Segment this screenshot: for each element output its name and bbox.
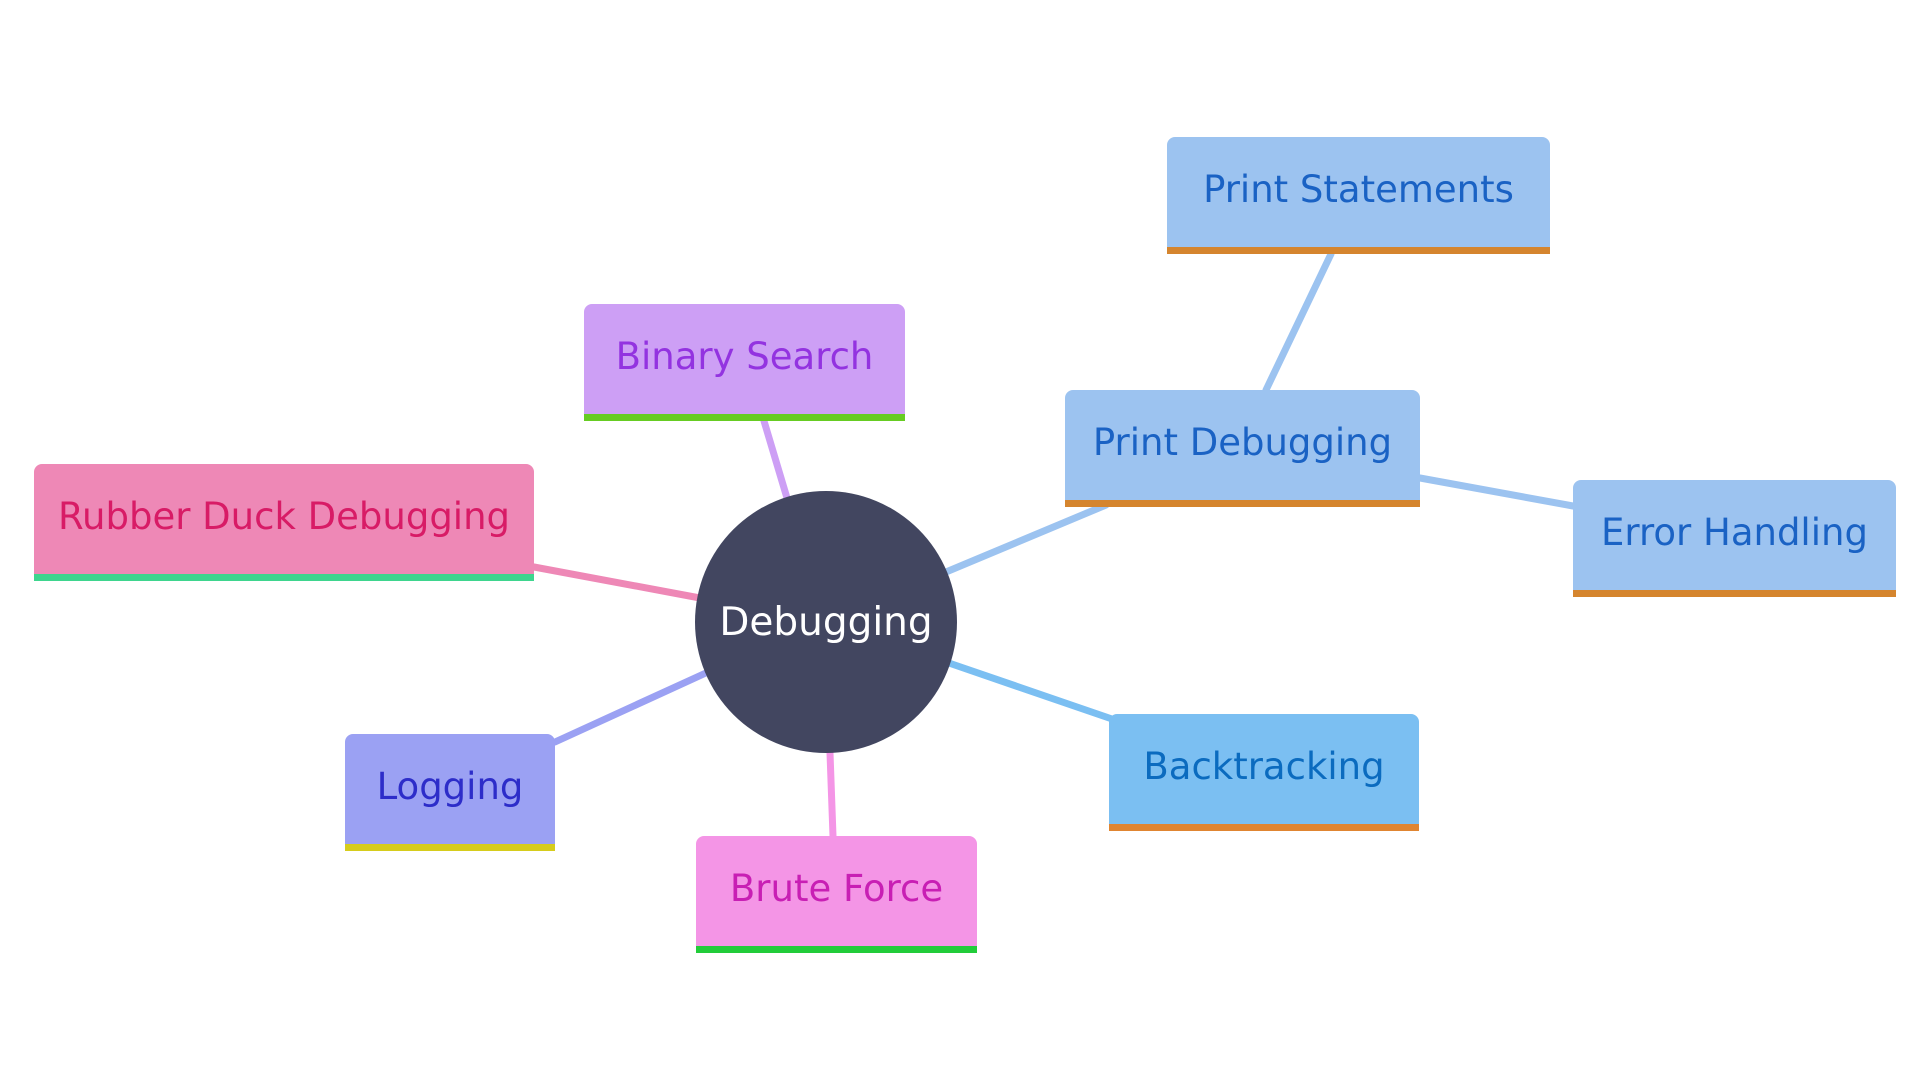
node-rubber-duck-debugging[interactable]: Rubber Duck Debugging [34,464,534,581]
node-label: Logging [376,764,524,808]
edge-print-debugging-error-handling [1416,474,1577,510]
center-node-debugging[interactable]: Debugging [695,491,957,753]
edge-debugging-rubber-duck [530,563,704,602]
node-backtracking[interactable]: Backtracking [1109,714,1419,831]
node-label: Print Statements [1203,167,1514,211]
node-print-statements[interactable]: Print Statements [1167,137,1550,254]
node-label: Brute Force [729,866,944,910]
node-label: Print Debugging [1092,420,1393,464]
center-label: Debugging [719,599,933,645]
node-label: Binary Search [615,334,874,378]
edge-print-debugging-print-statements [1262,250,1335,394]
edge-debugging-logging [551,668,712,746]
node-logging[interactable]: Logging [345,734,555,851]
node-label: Error Handling [1601,510,1868,554]
node-label: Rubber Duck Debugging [57,494,511,538]
edge-debugging-backtracking [942,658,1116,723]
node-binary-search[interactable]: Binary Search [584,304,905,421]
node-brute-force[interactable]: Brute Force [696,836,977,953]
node-label: Backtracking [1143,744,1385,788]
node-print-debugging[interactable]: Print Debugging [1065,390,1420,507]
edge-debugging-brute-force [826,749,837,840]
node-error-handling[interactable]: Error Handling [1573,480,1896,597]
edge-debugging-print-debugging [942,501,1110,576]
edge-debugging-binary-search [760,417,791,502]
